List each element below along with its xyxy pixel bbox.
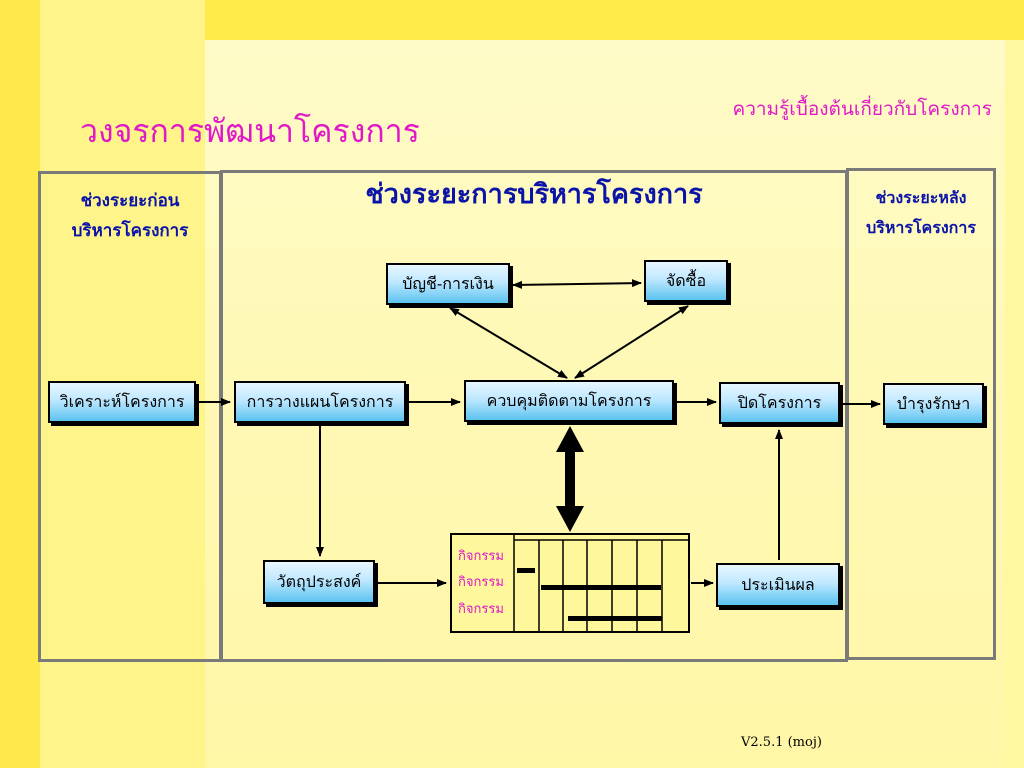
version-label: V2.5.1 (moj)	[741, 735, 822, 750]
zone-after-management: ช่วงระยะหลัง บริหารโครงการ	[846, 168, 996, 660]
arrow-accounting-control	[449, 307, 568, 379]
arrow-control-gantt-double	[556, 426, 584, 532]
box-objectives: วัตถุประสงค์	[263, 560, 375, 604]
arrow-accounting-procurement	[512, 279, 642, 289]
box-accounting-finance: บัญชี-การเงิน	[386, 263, 510, 305]
gantt-activity-label: กิจกรรม	[458, 602, 504, 617]
box-project-control: ควบคุมติดตามโครงการ	[464, 380, 674, 422]
zone-after-label-line1: ช่วงระยะหลัง	[875, 188, 967, 207]
zone-after-label-line2: บริหารโครงการ	[866, 218, 976, 237]
box-project-planning: การวางแผนโครงการ	[234, 381, 406, 423]
gantt-activity-label: กิจกรรม	[458, 575, 504, 590]
arrow-procurement-control	[574, 305, 689, 379]
box-procurement: จัดซื้อ	[644, 260, 728, 302]
slide-title: วงจรการพัฒนาโครงการ	[80, 112, 420, 150]
slide-subtitle: ความรู้เบื้องต้นเกี่ยวกับโครงการ	[732, 98, 993, 120]
zone-management-title: ช่วงระยะการบริหารโครงการ	[365, 179, 703, 210]
box-maintenance: บำรุงรักษา	[883, 383, 984, 425]
gantt-bar-2	[541, 585, 661, 590]
zone-before-label: ช่วงระยะก่อน บริหารโครงการ	[41, 186, 219, 246]
box-evaluation: ประเมินผล	[716, 563, 840, 607]
zone-before-label-line1: ช่วงระยะก่อน	[80, 191, 180, 211]
box-project-analysis: วิเคราะห์โครงการ	[48, 381, 196, 423]
zone-after-label: ช่วงระยะหลัง บริหารโครงการ	[849, 183, 993, 243]
gantt-activity-label: กิจกรรม	[458, 549, 504, 564]
zone-before-label-line2: บริหารโครงการ	[71, 221, 189, 241]
gantt-bar-3	[568, 616, 662, 621]
gantt-bar-1	[517, 568, 535, 573]
box-project-close: ปิดโครงการ	[719, 382, 840, 424]
